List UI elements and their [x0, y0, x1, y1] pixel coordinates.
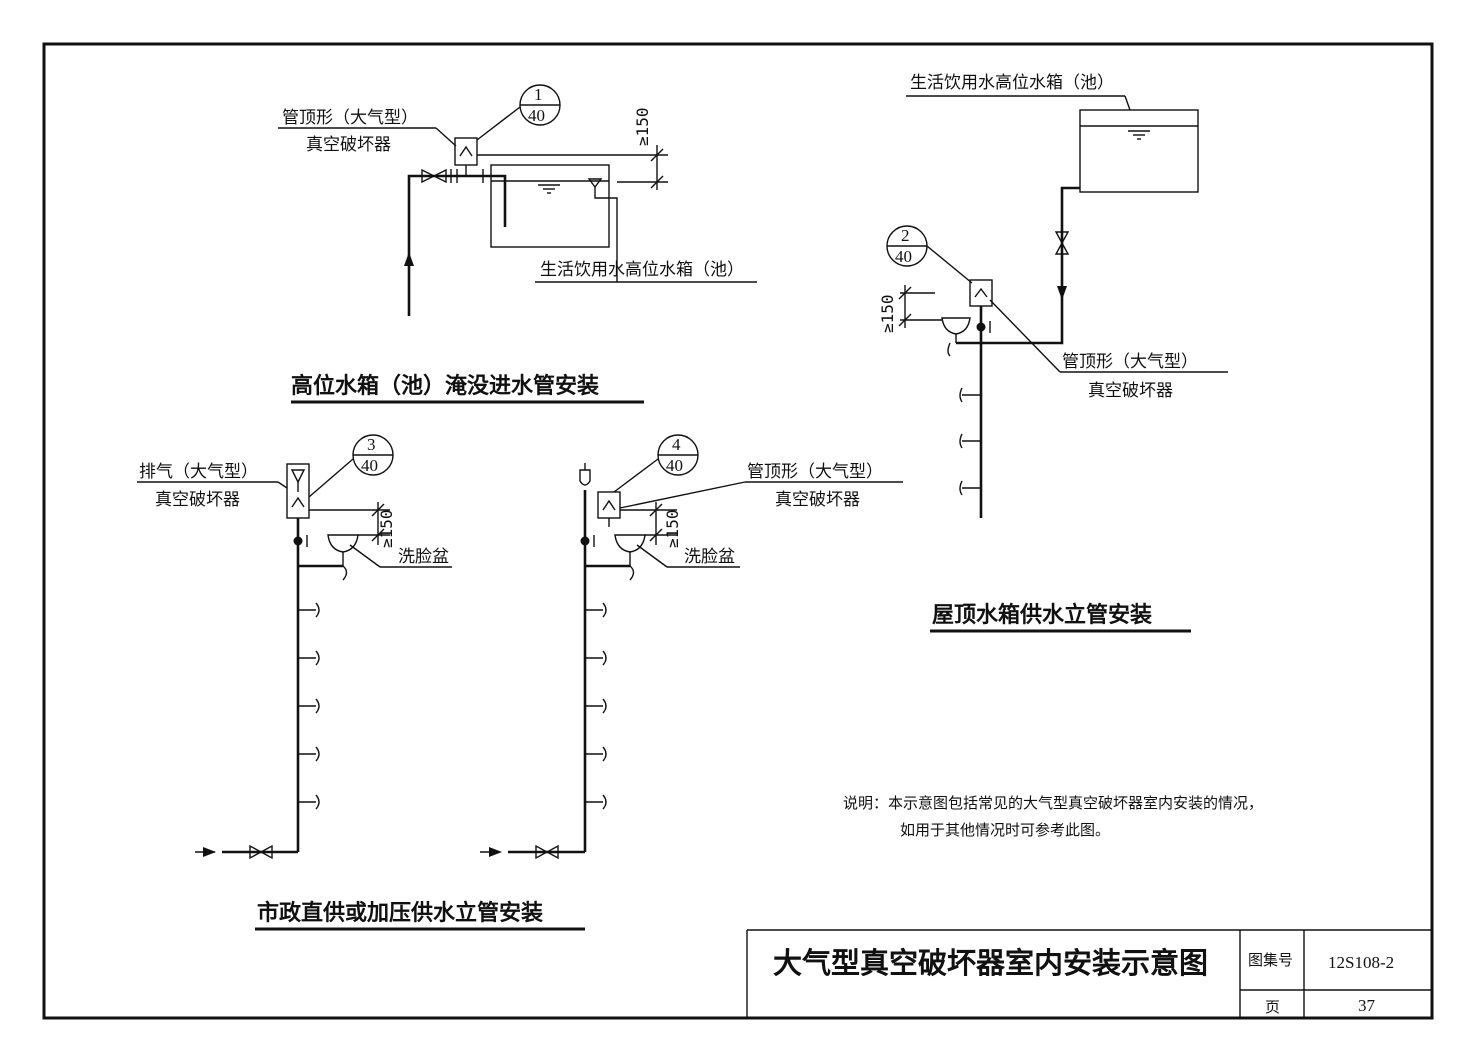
view-municipal-riser-top: ≥150 4 40 管顶形（大气型） 真空破坏器 洗脸盆: [480, 434, 903, 860]
note-line-2: 如用于其他情况时可参考此图。: [900, 821, 1110, 839]
top-breaker-label-top: 管顶形（大气型）: [747, 462, 883, 482]
exhaust-breaker-label-top: 排气（大气型）: [139, 462, 258, 482]
roof-breaker-label-top: 管顶形（大气型）: [1062, 352, 1198, 372]
atlas-label: 图集号: [1248, 951, 1293, 969]
title-block: 大气型真空破坏器室内安装示意图 图集号 12S108-2 页 37: [746, 929, 1432, 1018]
atlas-number: 12S108-2: [1328, 953, 1394, 972]
ref-num-3: 3: [367, 435, 376, 454]
ref-sheet-1: 40: [528, 106, 545, 125]
roof-breaker-label-bottom: 真空破坏器: [1088, 381, 1173, 401]
note-line-1: 说明：本示意图包括常见的大气型真空破坏器室内安装的情况，: [843, 794, 1263, 812]
dim-label-1: ≥150: [633, 107, 652, 146]
view-roof-tank-riser: 生活饮用水高位水箱（池） ≥150 2 40: [878, 73, 1228, 633]
ref-num-1: 1: [534, 85, 543, 104]
page-number: 37: [1358, 996, 1376, 1015]
ref-num-2: 2: [901, 226, 910, 245]
view-high-tank-submerged-inlet: ≥150 管顶形（大气型） 真空破坏器 1 40 生活饮用水高位水箱（池） 高位…: [278, 84, 757, 404]
sheet-border: [42, 42, 1434, 1020]
top-breaker-label-bottom: 真空破坏器: [775, 490, 860, 510]
breaker-label-bottom: 真空破坏器: [306, 135, 391, 155]
view-title-3: 市政直供或加压供水立管安装: [257, 900, 543, 926]
roof-tank-label: 生活饮用水高位水箱（池）: [910, 73, 1114, 93]
drawing-title: 大气型真空破坏器室内安装示意图: [773, 946, 1208, 980]
view-title-2: 屋顶水箱供水立管安装: [932, 602, 1152, 628]
ref-num-4: 4: [672, 435, 681, 454]
breaker-label-top: 管顶形（大气型）: [282, 108, 418, 128]
ref-sheet-3: 40: [361, 456, 378, 475]
page-label: 页: [1265, 998, 1280, 1016]
view-title-1: 高位水箱（池）淹没进水管安装: [291, 373, 599, 399]
exhaust-breaker-label-bottom: 真空破坏器: [155, 490, 240, 510]
tank-label: 生活饮用水高位水箱（池）: [540, 260, 744, 280]
basin-label-1: 洗脸盆: [398, 547, 449, 567]
dim-label-2: ≥150: [878, 294, 897, 333]
ref-sheet-2: 40: [895, 247, 912, 266]
dim-label-4: ≥150: [663, 509, 682, 548]
basin-label-2: 洗脸盆: [684, 547, 735, 567]
dim-label-3: ≥150: [377, 509, 396, 548]
ref-sheet-4: 40: [666, 456, 683, 475]
view-municipal-riser-exhaust: ≥150 3 40 排气（大气型） 真空破坏器 洗脸盆: [137, 434, 452, 860]
